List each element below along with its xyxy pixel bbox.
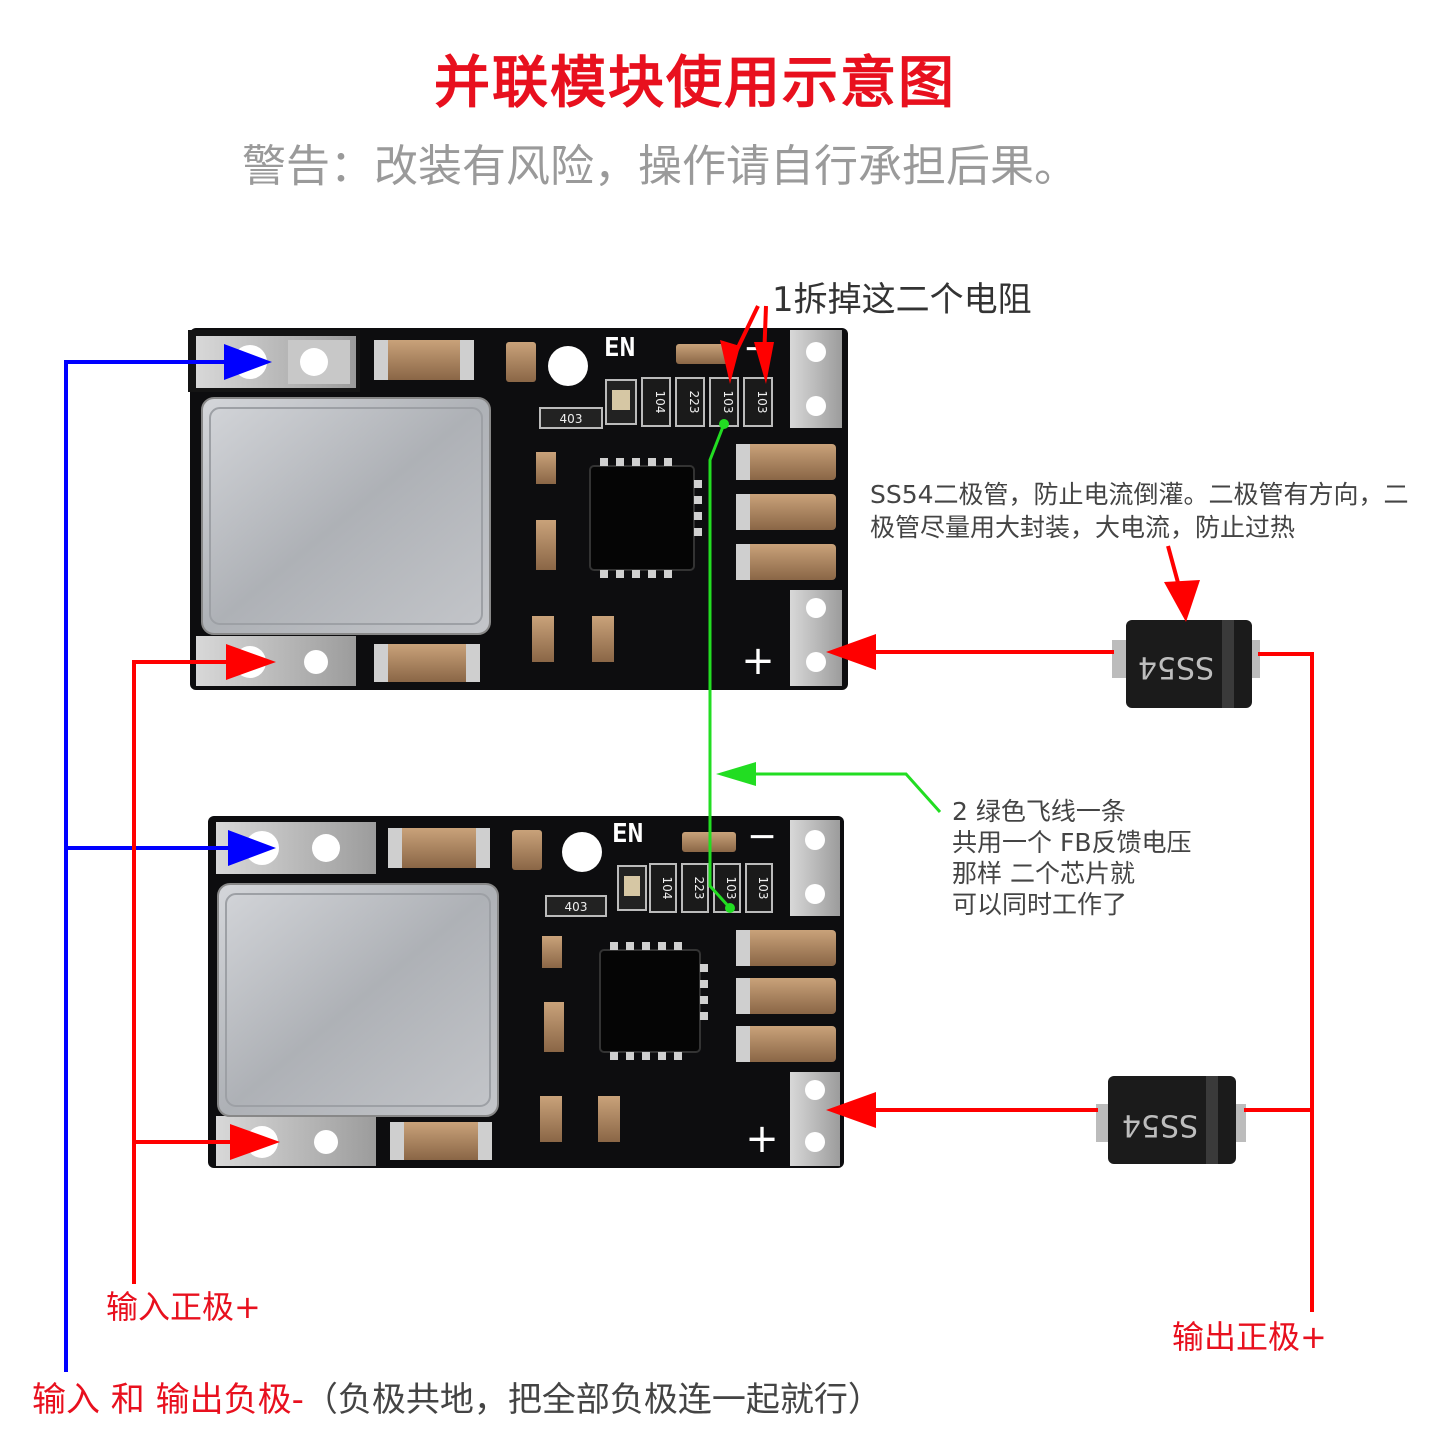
label-ground-note: （负极共地，把全部负极连一起就行） xyxy=(304,1380,882,1420)
pcb-module-bottom: EN 104 223 103 103 403 xyxy=(208,816,844,1168)
plus-label: + xyxy=(741,638,775,684)
small-part-label: 403 xyxy=(560,412,583,426)
note-feedback-line: 那样 二个芯片就 xyxy=(952,858,1191,889)
resistor-label: 103 xyxy=(721,391,735,414)
diode-label: SS54 xyxy=(1138,650,1214,685)
resistor-label: 104 xyxy=(660,877,674,900)
note-feedback-line: 可以同时工作了 xyxy=(952,889,1191,920)
plus-label: + xyxy=(745,1116,779,1162)
resistor-label: 103 xyxy=(756,877,770,900)
label-ground-main: 输入 和 输出负极- xyxy=(32,1380,304,1420)
note-feedback-line: 共用一个 FB反馈电压 xyxy=(952,827,1191,858)
output-positive-wire xyxy=(860,652,1312,1312)
small-part-label: 403 xyxy=(565,900,588,914)
en-label: EN xyxy=(612,819,643,849)
resistor-label: 103 xyxy=(755,391,769,414)
note-remove-resistors: 1拆掉这二个电阻 xyxy=(772,272,1032,321)
resistor-label: 223 xyxy=(692,877,706,900)
minus-label: − xyxy=(747,816,777,857)
label-input-positive: 输入正极+ xyxy=(106,1282,261,1328)
diode-label: SS54 xyxy=(1122,1108,1198,1143)
note-diode: SS54二极管，防止电流倒灌。二极管有方向，二极管尽量用大封装，大电流，防止过热 xyxy=(870,478,1430,544)
resistor-label: 104 xyxy=(653,391,667,414)
resistor-label: 223 xyxy=(687,391,701,414)
label-ground: 输入 和 输出负极-（负极共地，把全部负极连一起就行） xyxy=(32,1372,882,1421)
label-output-positive: 输出正极+ xyxy=(1172,1312,1327,1358)
diode-bottom: SS54 xyxy=(1096,1076,1246,1164)
en-label: EN xyxy=(604,333,635,363)
pcb-module-top: EN 104 223 103 103 403 xyxy=(188,328,848,690)
note-feedback: 2 绿色飞线一条 共用一个 FB反馈电压 那样 二个芯片就 可以同时工作了 xyxy=(952,796,1191,920)
note-feedback-line: 2 绿色飞线一条 xyxy=(952,796,1191,827)
diode-top: SS54 xyxy=(1112,620,1260,708)
resistor-label: 103 xyxy=(724,877,738,900)
